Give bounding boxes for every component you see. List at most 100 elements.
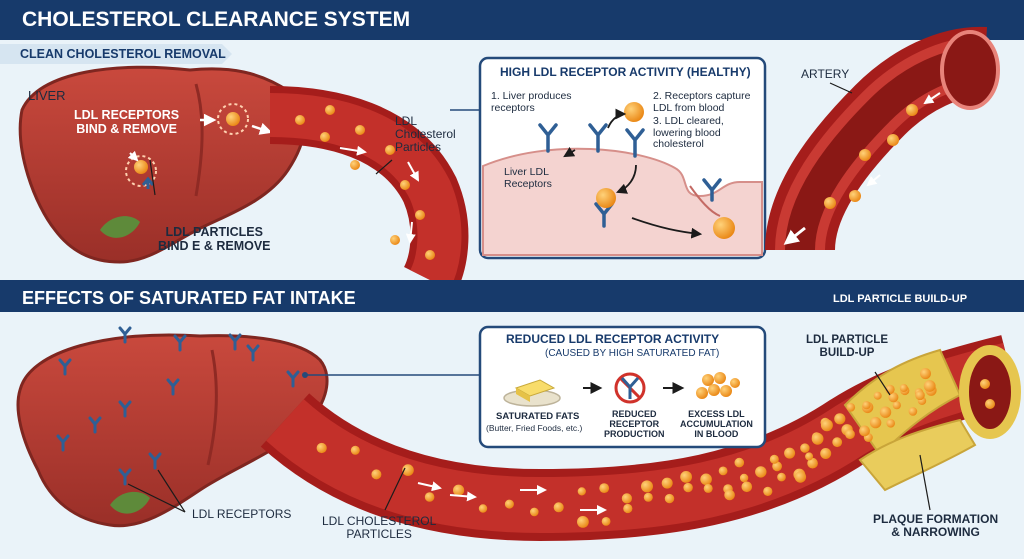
ldl-particle xyxy=(777,472,786,482)
leader-line xyxy=(874,371,891,396)
leader-line xyxy=(919,454,931,511)
ldl-receptors-label: LDL RECEPTORS xyxy=(192,507,292,521)
plaque xyxy=(858,418,977,492)
ldl-particle xyxy=(824,197,836,209)
ldl-particle xyxy=(553,502,564,513)
ldl-particle xyxy=(700,473,712,486)
reduced-inset-title: REDUCED LDL RECEPTOR ACTIVITY xyxy=(506,332,720,346)
endocytosis-pocket xyxy=(689,185,721,217)
ldl-particle xyxy=(478,504,488,513)
ldl-cluster-icon xyxy=(696,372,740,399)
ldl-particle xyxy=(402,464,414,476)
ldl-particle xyxy=(755,466,767,478)
flow-arrow xyxy=(923,92,941,105)
ldl-particle xyxy=(350,160,360,170)
ldl-particle xyxy=(355,125,365,135)
flow-arrow xyxy=(405,221,416,244)
ldl-particle xyxy=(800,443,810,453)
ldl-particle xyxy=(915,390,925,401)
ldl-particle xyxy=(820,448,832,459)
top-vessel-lumen xyxy=(269,93,462,290)
leader-line xyxy=(375,159,393,175)
ldl-particle xyxy=(134,160,148,174)
ldl-particle xyxy=(899,384,908,392)
liver-highlight-ring xyxy=(125,155,157,187)
top-banner xyxy=(0,0,1024,40)
ldl-particles-bottom-label: LDL CHOLESTEROL PARTICLES xyxy=(322,514,437,542)
bottom-banner-title: EFFECTS OF SATURATED FAT INTAKE xyxy=(22,288,356,308)
leader-line xyxy=(157,469,186,513)
ldl-particle xyxy=(834,413,846,425)
ldl-particle xyxy=(680,471,692,483)
ldl-particle xyxy=(577,516,589,528)
receptor-icon xyxy=(118,400,132,418)
receptor-icon xyxy=(588,123,608,153)
reduced-production-label: REDUCED RECEPTOR PRODUCTION xyxy=(604,409,665,439)
ldl-particle xyxy=(739,473,749,483)
ldl-particle xyxy=(985,399,995,409)
ldl-particle xyxy=(320,132,330,142)
ldl-particle xyxy=(879,406,892,418)
ldl-particle xyxy=(769,454,779,464)
ldl-particle xyxy=(415,210,425,220)
butter-side xyxy=(516,388,530,402)
ldl-particle xyxy=(887,134,899,146)
particles-bind-label: LDL PARTICLES BIND E & REMOVE xyxy=(158,225,271,253)
ldl-particle xyxy=(807,457,818,469)
leader-line xyxy=(149,159,156,196)
flow-arrow xyxy=(866,174,881,187)
liver-lobe-line xyxy=(194,83,204,197)
sparse-receptors xyxy=(56,326,300,486)
ldl-particle xyxy=(453,484,465,496)
leader-line xyxy=(829,82,853,94)
process-arrow xyxy=(563,146,576,158)
liver-highlight-ring xyxy=(217,103,249,135)
top-subtab-label: CLEAN CHOLESTEROL REMOVAL xyxy=(20,47,226,61)
ldl-particle xyxy=(424,492,435,502)
ldl-particle xyxy=(621,493,633,504)
ldl-particle xyxy=(980,379,990,389)
buildup-label: LDL PARTICLE BUILD-UP xyxy=(806,334,888,359)
receptor-icon xyxy=(166,378,180,396)
reduced-inset-subtitle: (CAUSED BY HIGH SATURATED FAT) xyxy=(545,348,720,359)
receptor-icon xyxy=(173,334,187,352)
excess-ldl-label: EXCESS LDL ACCUMULATION IN BLOOD xyxy=(680,409,753,439)
bottom-banner-right: LDL PARTICLE BUILD-UP xyxy=(833,293,968,305)
ldl-particle xyxy=(832,437,843,448)
ldl-particle xyxy=(805,452,814,461)
leader-line xyxy=(127,483,186,513)
ldl-particle xyxy=(859,149,871,161)
receptor-icon xyxy=(625,128,645,158)
receptors-bind-label: LDL RECEPTORS BIND & REMOVE xyxy=(74,108,180,136)
ldl-particle xyxy=(820,419,833,432)
arrow xyxy=(127,150,139,162)
ldl-particle xyxy=(873,391,882,400)
ldl-particle xyxy=(641,480,653,493)
process-arrow xyxy=(615,164,637,194)
ldl-particle xyxy=(718,466,728,476)
ldl-particle xyxy=(811,432,824,445)
ldl-particle xyxy=(325,105,335,115)
receptor-icon xyxy=(118,468,132,486)
ldl-particle xyxy=(643,492,653,502)
ldl-particle xyxy=(772,461,782,472)
receptor-icon xyxy=(88,416,102,434)
ldl-particle xyxy=(696,387,708,399)
receptor-icon xyxy=(58,358,72,376)
reduced-activity-inset xyxy=(478,325,767,449)
gallbladder xyxy=(100,216,140,238)
ldl-particle xyxy=(683,482,693,493)
arrow xyxy=(251,122,273,135)
inset-step-3: 3. LDL cleared, lowering blood cholester… xyxy=(653,115,724,151)
ldl-particle xyxy=(702,374,714,386)
ldl-particle xyxy=(923,380,936,392)
ldl-particle xyxy=(596,188,616,208)
ldl-particle xyxy=(504,499,514,509)
artery-opening xyxy=(940,30,1000,110)
ldl-particle xyxy=(846,403,856,412)
receptor-icon xyxy=(148,452,162,470)
bottom-banner xyxy=(0,280,1024,312)
saturated-fats-title: SATURATED FATS xyxy=(496,411,580,422)
inset-receptors xyxy=(538,123,722,228)
